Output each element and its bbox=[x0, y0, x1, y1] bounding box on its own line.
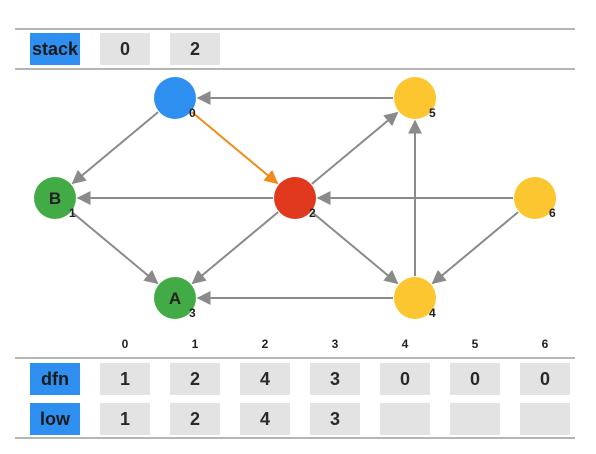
node-4-index: 4 bbox=[429, 306, 436, 320]
node-5-index: 5 bbox=[429, 106, 436, 120]
node-6-index: 6 bbox=[549, 206, 556, 220]
dfn-cell-2: 4 bbox=[240, 363, 290, 395]
dfn-cell-1: 2 bbox=[170, 363, 220, 395]
column-index-1: 1 bbox=[191, 337, 199, 351]
dfn-label: dfn bbox=[30, 363, 80, 395]
node-0-circle bbox=[154, 77, 196, 119]
table-bottom-rule bbox=[15, 437, 575, 439]
low-cell-3: 3 bbox=[310, 403, 360, 435]
stack-item-1: 2 bbox=[170, 33, 220, 65]
edge-6-to-4 bbox=[431, 211, 519, 285]
node-0-index: 0 bbox=[189, 106, 196, 120]
dfn-cell-0: 1 bbox=[100, 363, 150, 395]
dfn-cell-3: 3 bbox=[310, 363, 360, 395]
edge-2-to-5 bbox=[311, 111, 399, 185]
node-3-circle bbox=[154, 277, 196, 319]
low-cell-6 bbox=[520, 403, 570, 435]
node-1: B1 bbox=[34, 177, 76, 220]
stack-label: stack bbox=[30, 33, 80, 65]
dfn-cell-6: 0 bbox=[520, 363, 570, 395]
edges-layer bbox=[71, 91, 519, 305]
column-index-3: 3 bbox=[331, 337, 339, 351]
stack-bottom-rule bbox=[15, 68, 575, 70]
node-3: A3 bbox=[154, 277, 196, 320]
stack-item-0: 0 bbox=[100, 33, 150, 65]
nodes-layer: 0B1 2A3 4 5 6 bbox=[34, 77, 556, 320]
node-2-circle bbox=[274, 177, 316, 219]
column-index-2: 2 bbox=[261, 337, 269, 351]
node-6-circle bbox=[514, 177, 556, 219]
graph-diagram: 0B1 2A3 4 5 6 bbox=[34, 77, 556, 320]
column-index-5: 5 bbox=[471, 337, 479, 351]
node-4: 4 bbox=[394, 277, 436, 320]
low-label: low bbox=[30, 403, 80, 435]
node-4-circle bbox=[394, 277, 436, 319]
node-3-index: 3 bbox=[189, 306, 196, 320]
node-2-index: 2 bbox=[309, 206, 316, 220]
node-0: 0 bbox=[154, 77, 196, 120]
node-1-index: 1 bbox=[69, 206, 76, 220]
column-index-4: 4 bbox=[401, 337, 409, 351]
low-cell-5 bbox=[450, 403, 500, 435]
stack-top-rule bbox=[15, 28, 575, 30]
low-cell-2: 4 bbox=[240, 403, 290, 435]
low-cell-0: 1 bbox=[100, 403, 150, 435]
edge-2-to-3 bbox=[191, 211, 279, 285]
column-index-0: 0 bbox=[121, 337, 129, 351]
node-2: 2 bbox=[274, 177, 316, 220]
node-1-circle bbox=[34, 177, 76, 219]
node-1-label: B bbox=[49, 189, 61, 208]
table-top-rule bbox=[15, 357, 575, 359]
node-5-circle bbox=[394, 77, 436, 119]
edge-2-to-4 bbox=[311, 211, 399, 285]
column-index-6: 6 bbox=[541, 337, 549, 351]
dfn-cell-5: 0 bbox=[450, 363, 500, 395]
edge-1-to-3 bbox=[71, 211, 159, 285]
low-cell-4 bbox=[380, 403, 430, 435]
edge-0-to-2 bbox=[191, 111, 279, 185]
node-5: 5 bbox=[394, 77, 436, 120]
node-6: 6 bbox=[514, 177, 556, 220]
edge-0-to-1 bbox=[71, 111, 159, 185]
node-3-label: A bbox=[169, 289, 181, 308]
dfn-cell-4: 0 bbox=[380, 363, 430, 395]
low-cell-1: 2 bbox=[170, 403, 220, 435]
